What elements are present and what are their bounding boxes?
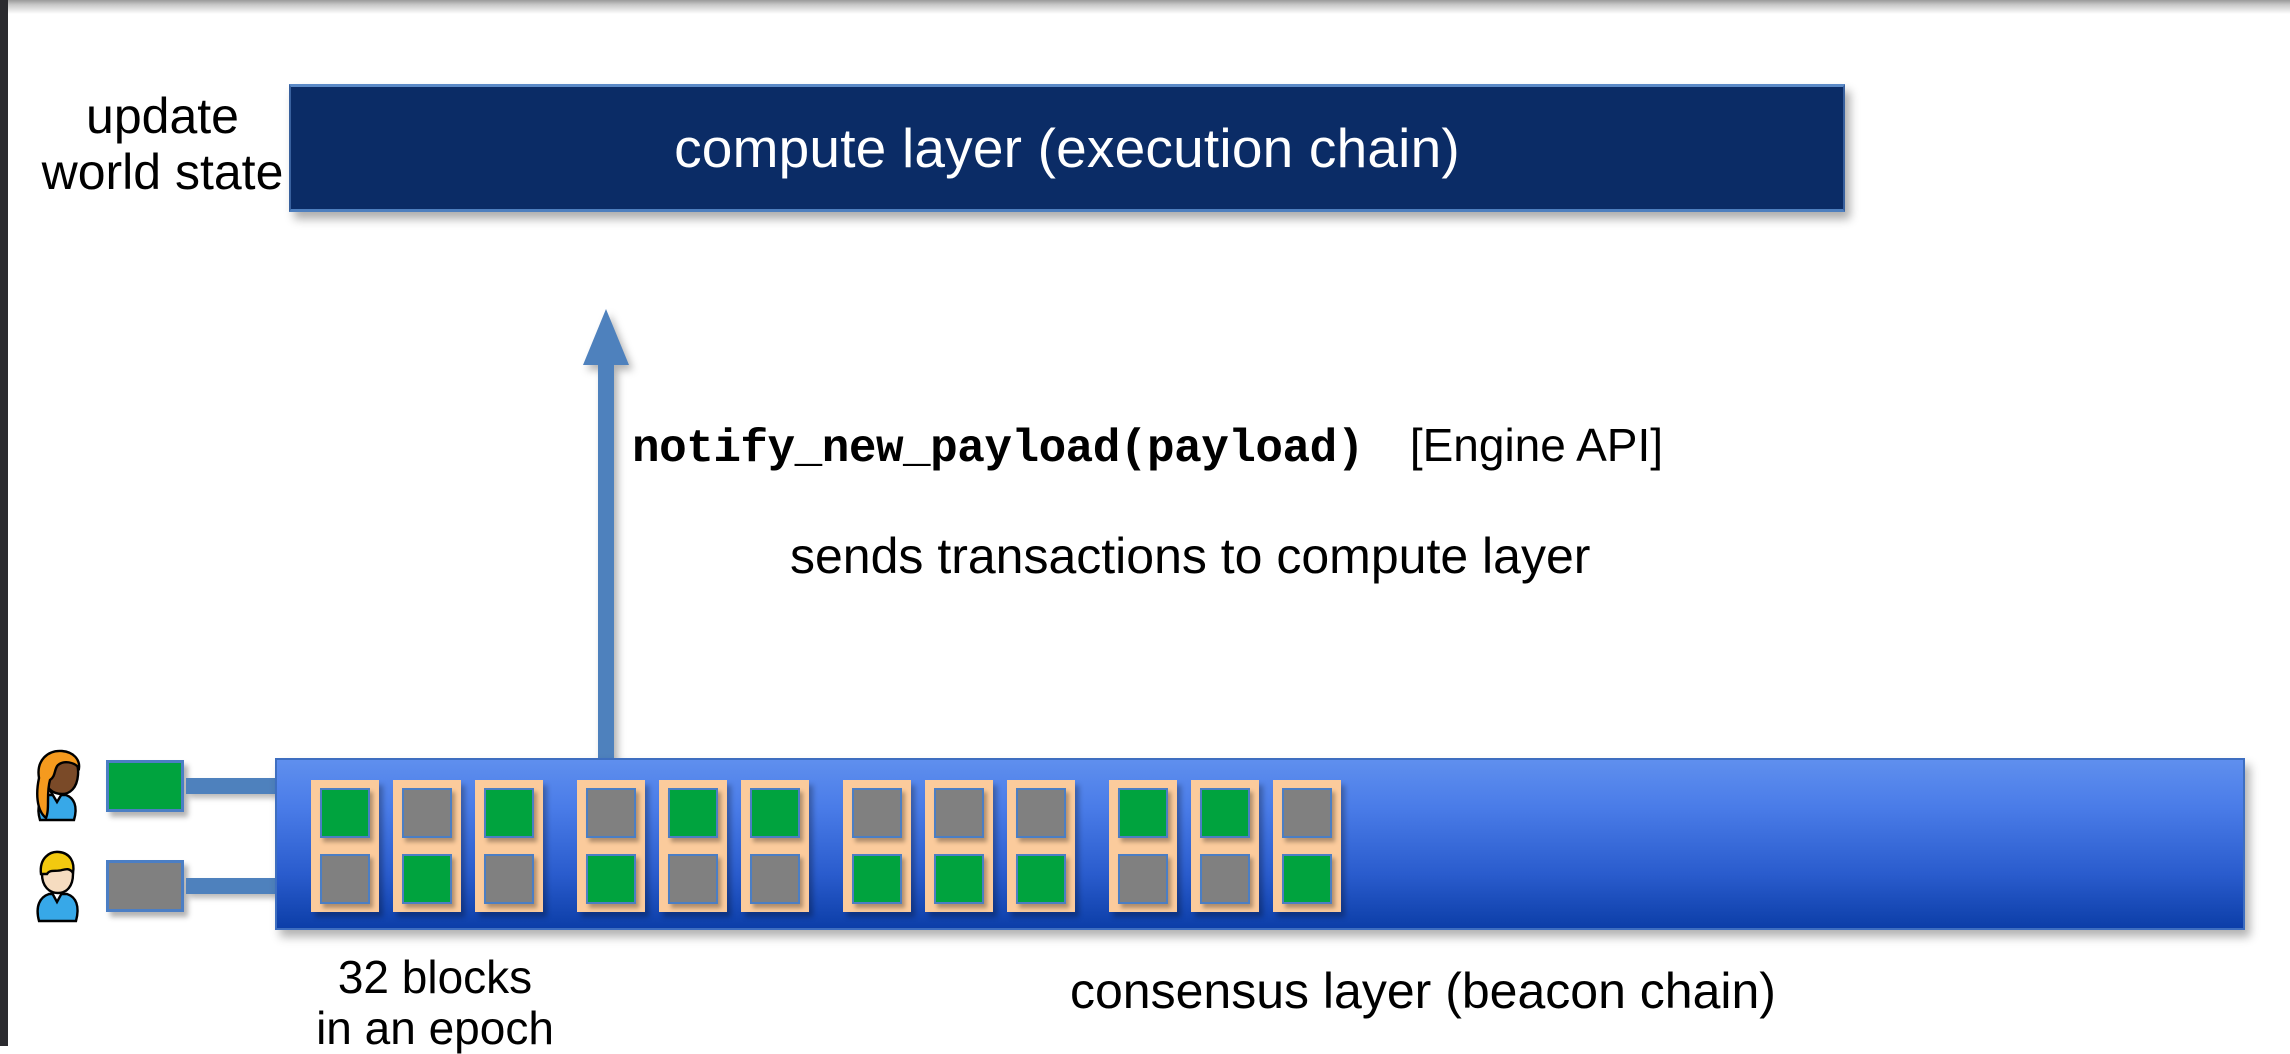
- slot-cell-bottom: [320, 854, 370, 904]
- slot-cell-bottom: [668, 854, 718, 904]
- epoch-group: [311, 780, 543, 912]
- slot-cell-top: [750, 788, 800, 838]
- slot-column: [311, 780, 379, 912]
- window-top-shade: [8, 0, 2290, 14]
- engine-api-tag: [Engine API]: [1409, 419, 1664, 471]
- slot-cell-bottom: [402, 854, 452, 904]
- compute-layer-box: compute layer (execution chain): [289, 84, 1845, 212]
- person-icon: [36, 749, 81, 822]
- slot-cell-bottom: [1282, 854, 1332, 904]
- slot-cell-bottom: [1016, 854, 1066, 904]
- epoch-note-line-2: in an epoch: [316, 1001, 554, 1054]
- slot-column: [925, 780, 993, 912]
- update-world-state-line-1: update: [86, 88, 239, 144]
- slot-cell-top: [402, 788, 452, 838]
- epoch-group: [843, 780, 1075, 912]
- slot-column: [1007, 780, 1075, 912]
- consensus-layer-label: consensus layer (beacon chain): [1070, 963, 1776, 1019]
- slot-cell-bottom: [750, 854, 800, 904]
- slot-cell-bottom: [586, 854, 636, 904]
- slot-column: [1191, 780, 1259, 912]
- slot-column: [1109, 780, 1177, 912]
- engine-api-description: sends transactions to compute layer: [790, 528, 1591, 584]
- slot-cell-top: [852, 788, 902, 838]
- transaction-block-user-one: [106, 760, 184, 812]
- engine-api-caption: notify_new_payload(payload) [Engine API]: [632, 418, 1663, 475]
- slot-cell-top: [1118, 788, 1168, 838]
- slot-column: [577, 780, 645, 912]
- arrow-right-icon: [186, 766, 344, 806]
- epoch-group: [1109, 780, 1341, 912]
- epoch-group: [577, 780, 809, 912]
- slot-cell-top: [668, 788, 718, 838]
- person-icon: [36, 850, 79, 923]
- slot-cell-top: [586, 788, 636, 838]
- slot-column: [1273, 780, 1341, 912]
- transaction-block-user-two: [106, 860, 184, 912]
- consensus-layer-bar: [275, 758, 2245, 930]
- slot-cell-top: [1282, 788, 1332, 838]
- slot-cell-top: [1016, 788, 1066, 838]
- compute-layer-label: compute layer (execution chain): [674, 117, 1460, 179]
- epoch-note-label: 32 blocks in an epoch: [300, 952, 570, 1053]
- epoch-note-line-1: 32 blocks: [337, 951, 533, 1003]
- update-world-state-line-2: world state: [41, 144, 284, 200]
- slot-cell-top: [934, 788, 984, 838]
- slot-cell-top: [320, 788, 370, 838]
- engine-api-call: notify_new_payload(payload): [632, 423, 1364, 475]
- arrow-right-icon: [186, 866, 344, 906]
- slot-cell-top: [484, 788, 534, 838]
- slot-cell-bottom: [852, 854, 902, 904]
- slot-column: [741, 780, 809, 912]
- slot-cell-top: [1200, 788, 1250, 838]
- slot-column: [475, 780, 543, 912]
- slot-cell-bottom: [1200, 854, 1250, 904]
- slot-cell-bottom: [484, 854, 534, 904]
- slot-column: [659, 780, 727, 912]
- arrow-up-icon: [583, 309, 629, 775]
- slot-cell-bottom: [934, 854, 984, 904]
- slot-column: [393, 780, 461, 912]
- window-left-edge: [0, 0, 8, 1046]
- update-world-state-label: update world state: [40, 88, 285, 200]
- slot-cell-bottom: [1118, 854, 1168, 904]
- slot-column: [843, 780, 911, 912]
